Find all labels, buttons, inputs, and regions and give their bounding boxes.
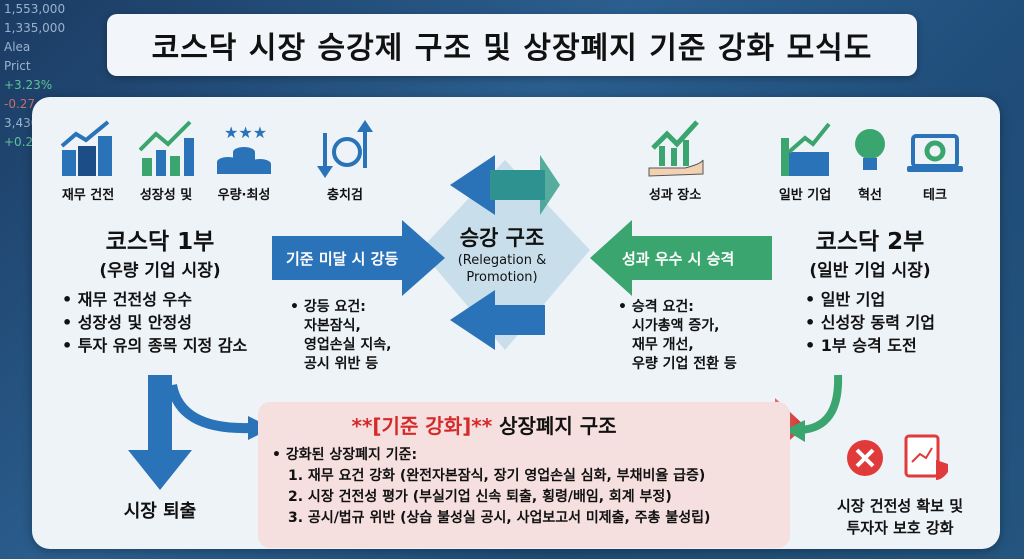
- list-item: 일반 기업: [805, 288, 935, 311]
- exit-arrow-shape: [128, 375, 192, 490]
- delisting-criteria: • 강화된 상장폐지 기준: 1. 재무 요건 강화 (완전자본잠식, 장기 영…: [272, 445, 776, 529]
- center-subtitle: (Relegation &: [457, 253, 547, 268]
- kosdaq2-name: 코스닥 2부: [815, 229, 925, 255]
- outcome-label: 시장 건전성 확보 및 투자자 보호 강화: [800, 495, 1000, 539]
- list-item: 2. 시장 건전성 평가 (부실기업 신속 퇴출, 횡령/배임, 회계 부정): [288, 489, 672, 505]
- list-item: 1부 승격 도전: [805, 334, 935, 357]
- list-item: 투자 유의 종목 지정 감소: [62, 334, 247, 357]
- req-line: • 강등 요건:: [290, 299, 366, 315]
- kosdaq1-points: 재무 건전성 우수 성장성 및 안정성 투자 유의 종목 지정 감소: [62, 288, 247, 357]
- top-right-arrow: [490, 155, 560, 215]
- center-diamond: [420, 160, 590, 350]
- req-line: 자본잠식,: [304, 318, 361, 334]
- to-delisting-curve: [167, 383, 251, 434]
- factory-icon: [781, 122, 831, 176]
- up-down-arrows-icon: [317, 120, 373, 178]
- kosdaq2-icons: 일반 기업 혁선 테크: [772, 118, 968, 203]
- lightbulb-icon: [855, 129, 885, 170]
- promotion-icon: 성과 장소: [642, 118, 708, 203]
- kosdaq1-name: 코스닥 1부: [105, 229, 215, 255]
- ticker-value: 1,553,000: [4, 2, 66, 16]
- ticker-value: +3.23%: [4, 78, 53, 92]
- x-circle-icon: [847, 440, 883, 476]
- req-line: 공시 위반 등: [304, 356, 379, 372]
- req-line: • 승격 요건:: [618, 299, 694, 315]
- outcome-line: 투자자 보호 강화: [846, 519, 954, 537]
- req-line: 재무 개선,: [632, 337, 694, 353]
- kosdaq1-heading: 코스닥 1부 (우량 기업 시장): [70, 222, 250, 281]
- delisting-box: **[기준 강화]** 상장폐지 구조 • 강화된 상장폐지 기준: 1. 재무…: [258, 402, 790, 548]
- icon-label: 충치검: [327, 188, 363, 203]
- kosdaq2-heading: 코스닥 2부 (일반 기업 시장): [780, 222, 960, 281]
- promotion-arrow-shape: [590, 220, 772, 296]
- promotion-arrow-label: 성과 우수 시 승격: [622, 249, 735, 268]
- list-item: 재무 건전성 우수: [62, 288, 247, 311]
- center-subtitle: Promotion): [466, 270, 538, 285]
- demotion-arrow-shape: [272, 220, 445, 296]
- req-line: 영업손실 지속,: [304, 337, 392, 353]
- page-title: 코스닥 시장 승강제 구조 및 상장폐지 기준 강화 모식도: [151, 31, 873, 66]
- kosdaq2-subtitle: (일반 기업 시장): [809, 261, 931, 281]
- ticker-value: 1,335,000: [4, 21, 66, 35]
- req-line: 우량 기업 전환 등: [632, 356, 737, 372]
- bottom-left-arrow: [450, 290, 545, 350]
- demotion-requirements: • 강등 요건: 자본잠식, 영업손실 지속, 공시 위반 등: [290, 298, 391, 374]
- promotion-requirements: • 승격 요건: 시가총액 증가, 재무 개선, 우량 기업 전환 등: [618, 298, 737, 374]
- ticker-value: Prict: [4, 59, 31, 73]
- icon-label: 성과 장소: [648, 188, 702, 203]
- title-banner: 코스닥 시장 승강제 구조 및 상장폐지 기준 강화 모식도: [107, 14, 917, 76]
- delisting-lead: • 강화된 상장폐지 기준:: [272, 447, 418, 463]
- delisting-title-emphasis: **[기준 강화]**: [351, 414, 493, 438]
- icon-item: ★★★ 우량·최성: [211, 118, 277, 203]
- icon-label: 테크: [923, 188, 947, 203]
- delisting-title-text: 상장폐지 구조: [492, 414, 617, 438]
- icon-label: 우량·최성: [217, 188, 271, 203]
- outcome-line: 시장 건전성 확보 및: [836, 497, 964, 515]
- kosdaq2-arrowhead: [785, 420, 805, 442]
- list-item: 신성장 동력 기업: [805, 311, 935, 334]
- list-item: 1. 재무 요건 강화 (완전자본잠식, 장기 영업손실 심화, 부채비율 급증…: [288, 468, 706, 484]
- delisting-title: **[기준 강화]** 상장폐지 구조: [272, 410, 696, 439]
- growth-bars-icon: [138, 120, 194, 176]
- center-title: 승강 구조: [459, 226, 545, 250]
- kosdaq1-subtitle: (우량 기업 시장): [99, 261, 221, 281]
- icon-item: 성과 장소: [642, 118, 708, 203]
- demotion-arrow-label: 기준 미달 시 강등: [286, 249, 399, 268]
- icon-label: 일반 기업: [778, 188, 832, 203]
- icon-item: 성장성 및: [133, 118, 199, 203]
- ticker-value: 3,430: [4, 116, 39, 130]
- icon-label: 재무 건전: [61, 188, 115, 203]
- list-item: 성장성 및 안정성: [62, 311, 247, 334]
- kosdaq2-curve: [799, 374, 843, 434]
- ticker-value: Alea: [4, 40, 31, 54]
- ticker-value: -0.27: [4, 97, 36, 111]
- icon-label: 혁선: [858, 188, 882, 203]
- icon-item: 일반 기업: [772, 118, 838, 203]
- building-chart-icon: [60, 120, 112, 176]
- list-item: 3. 공시/법규 위반 (상습 불성실 공시, 사업보고서 미제출, 주총 불성…: [288, 510, 711, 526]
- hand-growth-icon: [648, 120, 704, 177]
- coins-stars-icon: ★★★: [217, 123, 271, 174]
- market-exit-label: 시장 퇴출: [123, 501, 197, 522]
- svg-text:★★★: ★★★: [224, 123, 267, 142]
- icon-item: 혁선: [842, 118, 898, 203]
- icon-item: 테크: [902, 118, 968, 203]
- kosdaq1-icons: 재무 건전 성장성 및 ★★★ 우량·최성: [55, 118, 277, 203]
- kosdaq2-points: 일반 기업 신성장 동력 기업 1부 승격 도전: [805, 288, 935, 357]
- icon-item: 충치검: [312, 118, 378, 203]
- relegation-promotion-center: 승강 구조 (Relegation & Promotion): [437, 222, 567, 286]
- icon-item: 재무 건전: [55, 118, 121, 203]
- laptop-gear-icon: [907, 134, 963, 172]
- icon-label: 성장성 및: [139, 188, 193, 203]
- clipboard-shield-icon: [904, 434, 948, 480]
- req-line: 시가총액 증가,: [632, 318, 720, 334]
